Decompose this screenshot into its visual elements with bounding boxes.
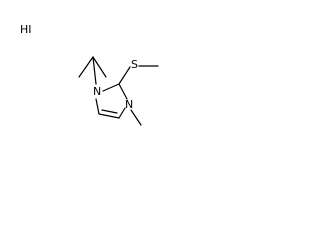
structure-diagram: HI N N S <box>0 0 187 154</box>
isopropyl-to-n1-bond <box>92 56 97 85</box>
n1-to-c5-bond <box>95 98 100 115</box>
n3-atom-label: N <box>125 98 133 111</box>
isopropyl-right-bond <box>92 56 107 78</box>
c5-c4-double-bond-outer <box>98 113 120 119</box>
c2-to-s-bond <box>118 66 131 85</box>
s-atom-label: S <box>131 58 138 71</box>
isopropyl-left-bond <box>78 56 94 78</box>
c5-c4-double-bond-inner <box>101 109 118 114</box>
n3-methyl-bond <box>130 109 142 126</box>
c4-to-n3-bond <box>118 107 126 119</box>
c2-to-n3-bond <box>118 83 128 100</box>
hi-salt-label: HI <box>20 23 32 36</box>
n1-atom-label: N <box>93 85 101 98</box>
n1-to-c2-bond <box>102 83 120 92</box>
molecule-svg: HI N N S <box>20 23 159 126</box>
